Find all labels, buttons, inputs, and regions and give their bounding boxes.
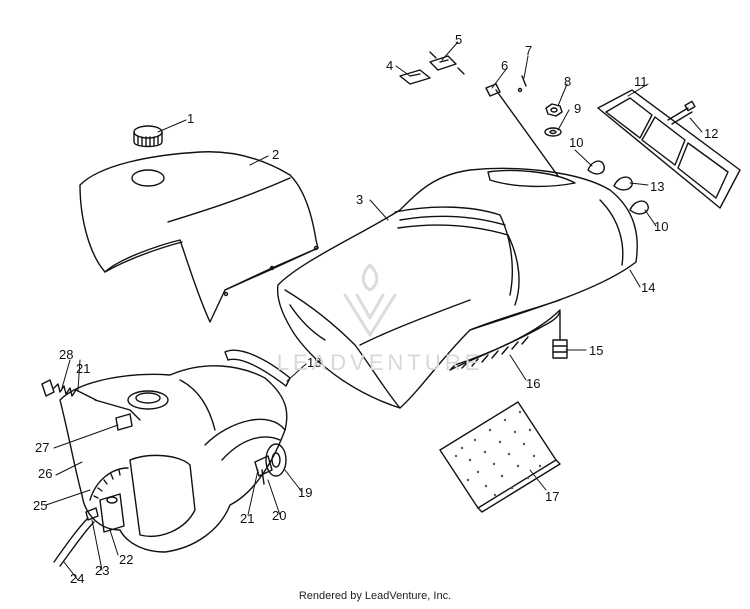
watermark-text: LEADVENTURE [276,350,484,375]
leader-lines [45,41,703,581]
callout-13: 13 [650,179,664,194]
bulb-10-bottom [629,200,649,215]
clip-7 [517,75,527,93]
callout-26: 26 [38,466,52,481]
sending-unit-22 [99,493,125,533]
bolt-15 [552,311,568,359]
grommet-5 [429,51,465,75]
nut-8 [545,103,563,117]
callout-10-bottom: 10 [654,219,668,234]
callout-18: 18 [307,355,321,370]
callout-10-top: 10 [569,135,583,150]
callout-19: 19 [298,485,312,500]
callout-1: 1 [187,111,194,126]
fuel-line-24 [53,517,95,567]
callout-12: 12 [704,126,718,141]
callout-21-left: 21 [76,361,90,376]
screw-12 [667,100,696,125]
fuel-tank [59,365,288,553]
taillight-housing [597,89,741,209]
watermark-logo [343,263,397,337]
callout-8: 8 [564,74,571,89]
strap-18 [224,349,291,387]
petcock-19 [265,443,287,477]
foam-texture [454,410,542,497]
seat-base [449,309,561,371]
callout-9: 9 [574,101,581,116]
callout-5: 5 [455,32,462,47]
callout-labels: 1 2 3 4 5 6 7 8 9 10 10 11 12 13 14 15 1… [33,32,718,586]
callout-21-right: 21 [240,511,254,526]
footer-credit: Rendered by LeadVenture, Inc. [298,590,452,602]
callout-24: 24 [70,571,84,586]
bracket-6 [485,83,559,177]
callout-14: 14 [641,280,655,295]
callout-11: 11 [634,74,648,89]
callout-6: 6 [501,58,508,73]
bulb-13 [613,176,633,191]
foam-pad [439,401,561,513]
fuel-cap [133,125,163,148]
callout-28: 28 [59,347,73,362]
callout-23: 23 [95,563,109,578]
vent-fitting-27 [115,413,133,431]
fitting-23 [85,507,99,521]
callout-16: 16 [526,376,540,391]
washer-9 [544,127,562,137]
callout-22: 22 [119,552,133,567]
callout-3: 3 [356,192,363,207]
callout-27: 27 [35,440,49,455]
callout-15: 15 [589,343,603,358]
callout-25: 25 [33,498,47,513]
seat [276,167,638,409]
callout-17: 17 [545,489,559,504]
fuel-gauge-arc [89,467,129,501]
callout-20: 20 [272,508,286,523]
hood-cover [79,151,319,323]
bulb-10-top [587,160,605,175]
callout-7: 7 [525,43,532,58]
grommet-4 [399,69,431,85]
callout-2: 2 [272,147,279,162]
callout-4: 4 [386,58,393,73]
spring-28 [41,379,97,401]
